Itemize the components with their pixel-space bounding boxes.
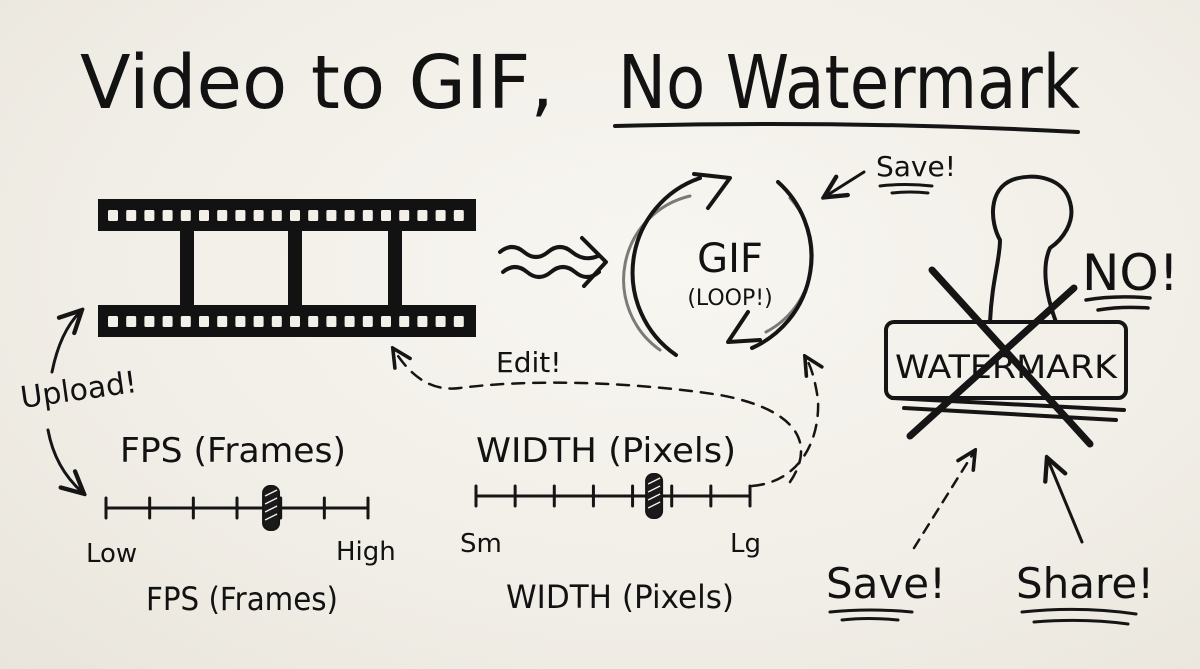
sprocket-hole bbox=[180, 210, 191, 221]
sprocket-hole bbox=[326, 210, 337, 221]
sprocket-hole bbox=[344, 210, 355, 221]
title-part1: Video to GIF, bbox=[80, 40, 554, 126]
sprocket-hole bbox=[417, 316, 428, 327]
save-top-arrow bbox=[826, 170, 866, 196]
width-min-label: Sm bbox=[460, 529, 502, 559]
sprocket-hole bbox=[290, 210, 300, 221]
loop-arrows-icon bbox=[622, 172, 814, 357]
sprocket-hole bbox=[253, 210, 264, 221]
sprocket-hole bbox=[253, 316, 264, 327]
slider-knob-hatch bbox=[264, 489, 278, 497]
sprocket-hole bbox=[435, 316, 446, 327]
sprocket-hole bbox=[217, 210, 228, 221]
sprocket-hole bbox=[180, 316, 191, 327]
sprocket-hole bbox=[381, 316, 391, 327]
sprocket-hole bbox=[326, 316, 337, 327]
save-top-underline bbox=[878, 183, 934, 195]
sprocket-hole bbox=[271, 210, 282, 221]
fps-caption: FPS (Frames) bbox=[146, 580, 338, 618]
upload-arrow-down bbox=[46, 428, 82, 492]
sprocket-hole bbox=[162, 316, 173, 327]
share-underline bbox=[1020, 607, 1138, 626]
save-bottom-label: Save! bbox=[826, 559, 946, 608]
sprocket-hole bbox=[235, 210, 246, 221]
save-bottom-arrow bbox=[912, 452, 974, 550]
slider-knob-hatch bbox=[647, 477, 661, 485]
sprocket-hole bbox=[308, 316, 319, 327]
sprocket-hole bbox=[362, 316, 373, 327]
sprocket-hole bbox=[381, 210, 391, 221]
sprocket-hole bbox=[453, 316, 464, 327]
edit-arrow-to-film bbox=[394, 350, 803, 484]
save-bottom-underline bbox=[828, 608, 914, 622]
slider-knob-hatch bbox=[264, 505, 278, 513]
width-title: WIDTH (Pixels) bbox=[476, 431, 736, 471]
fps-low-label: Low bbox=[86, 539, 137, 569]
sprocket-hole bbox=[144, 316, 155, 327]
sprocket-hole bbox=[290, 316, 300, 327]
fps-title: FPS (Frames) bbox=[120, 431, 346, 471]
sprocket-hole bbox=[108, 316, 118, 327]
width-slider[interactable] bbox=[474, 473, 752, 519]
sprocket-hole bbox=[144, 210, 155, 221]
width-caption: WIDTH (Pixels) bbox=[506, 578, 734, 616]
sprocket-hole bbox=[217, 316, 228, 327]
sprocket-hole bbox=[162, 210, 173, 221]
film-strip-icon bbox=[98, 199, 476, 337]
sprocket-hole bbox=[126, 210, 137, 221]
convert-arrow bbox=[498, 236, 608, 288]
sprocket-hole bbox=[308, 210, 319, 221]
no-underline bbox=[1084, 295, 1152, 312]
sprocket-hole bbox=[362, 210, 373, 221]
edit-arrow-to-gif bbox=[750, 358, 818, 488]
slider-knob-hatch bbox=[264, 497, 278, 505]
title-underline bbox=[613, 122, 1080, 134]
cross-out-icon bbox=[906, 266, 1094, 448]
width-max-label: Lg bbox=[730, 529, 761, 559]
sprocket-hole bbox=[126, 316, 137, 327]
no-label: NO! bbox=[1082, 244, 1179, 302]
gif-label: GIF bbox=[697, 236, 763, 282]
title-part2: No Watermark bbox=[618, 40, 1080, 126]
sprocket-hole bbox=[235, 316, 246, 327]
slider-knob-hatch bbox=[264, 513, 278, 521]
sprocket-hole bbox=[435, 210, 446, 221]
sprocket-hole bbox=[271, 316, 282, 327]
upload-label: Upload! bbox=[18, 365, 139, 416]
save-top-label: Save! bbox=[876, 150, 956, 183]
sprocket-hole bbox=[344, 316, 355, 327]
sprocket-hole bbox=[199, 316, 209, 327]
sprocket-hole bbox=[417, 210, 428, 221]
edit-label: Edit! bbox=[496, 346, 561, 379]
sprocket-hole bbox=[108, 210, 118, 221]
fps-high-label: High bbox=[336, 537, 396, 567]
upload-arrow-up bbox=[50, 312, 80, 374]
share-arrow bbox=[1048, 460, 1084, 544]
slider-knob-hatch bbox=[647, 501, 661, 509]
fps-slider[interactable] bbox=[104, 485, 370, 531]
sprocket-hole bbox=[453, 210, 464, 221]
sprocket-hole bbox=[199, 210, 209, 221]
loop-label: (LOOP!) bbox=[687, 286, 772, 311]
slider-knob-hatch bbox=[647, 485, 661, 493]
slider-knob-hatch bbox=[647, 493, 661, 501]
sprocket-hole bbox=[399, 210, 410, 221]
sprocket-hole bbox=[399, 316, 410, 327]
share-label: Share! bbox=[1016, 559, 1154, 608]
